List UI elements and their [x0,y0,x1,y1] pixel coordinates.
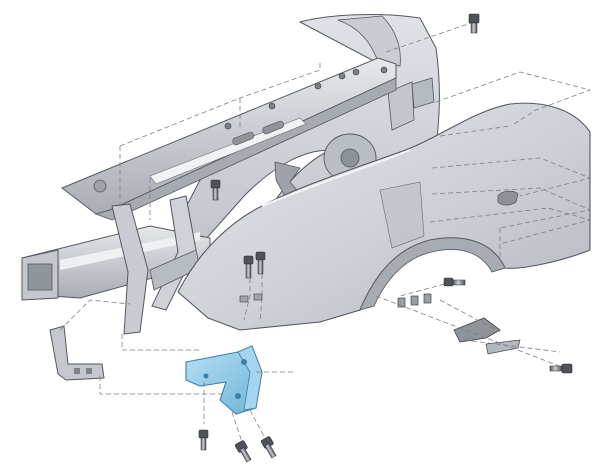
bolt-right-bottom [549,363,573,374]
apron-window-right [411,77,435,109]
corner-bracket-body [49,325,105,381]
front-fender-panel [177,102,591,331]
corner-bracket-hole-1 [74,368,80,374]
apron-window-upper [387,81,415,131]
bolt-center [210,179,221,201]
fender-mounting-bracket-highlighted [185,345,263,415]
fender-character-line [261,149,411,207]
fender-wheel-arch-lip [359,237,506,311]
bolt-right-mid [443,277,466,287]
brace-left-leg [111,203,149,335]
strut-tower-cap [337,15,401,67]
blue-bracket-hole-3 [203,373,209,379]
frame-rail-opening [27,263,53,291]
vertical-apron-brace [111,195,201,335]
bolt-group-bottom [198,429,277,463]
blue-bracket-hole-1 [241,359,247,365]
side-marker-opening [497,190,519,206]
rail-slot-2 [262,120,285,135]
rail-slot-1 [232,131,255,146]
assembly-leader-lines [59,21,592,449]
corner-bracket-hole-2 [86,368,92,374]
bolt-pair-center [239,251,266,303]
rear-bracket-tab [485,339,521,355]
rear-lower-fender-bracket [453,317,521,355]
clip-nut-set [397,293,432,308]
rail-end-hole [93,179,107,193]
rail-studs [224,66,388,130]
upper-rail-reinforcement [61,57,397,221]
strut-mount-hole [340,148,360,168]
rear-bracket-body [453,317,501,343]
brace-right-leg [151,195,197,311]
bolt-top-right [468,13,480,34]
rail-side-wall [94,77,397,221]
blue-bracket-hole-2 [235,393,241,399]
lower-corner-bracket [49,325,105,381]
fender-inner-bracket [379,181,425,249]
